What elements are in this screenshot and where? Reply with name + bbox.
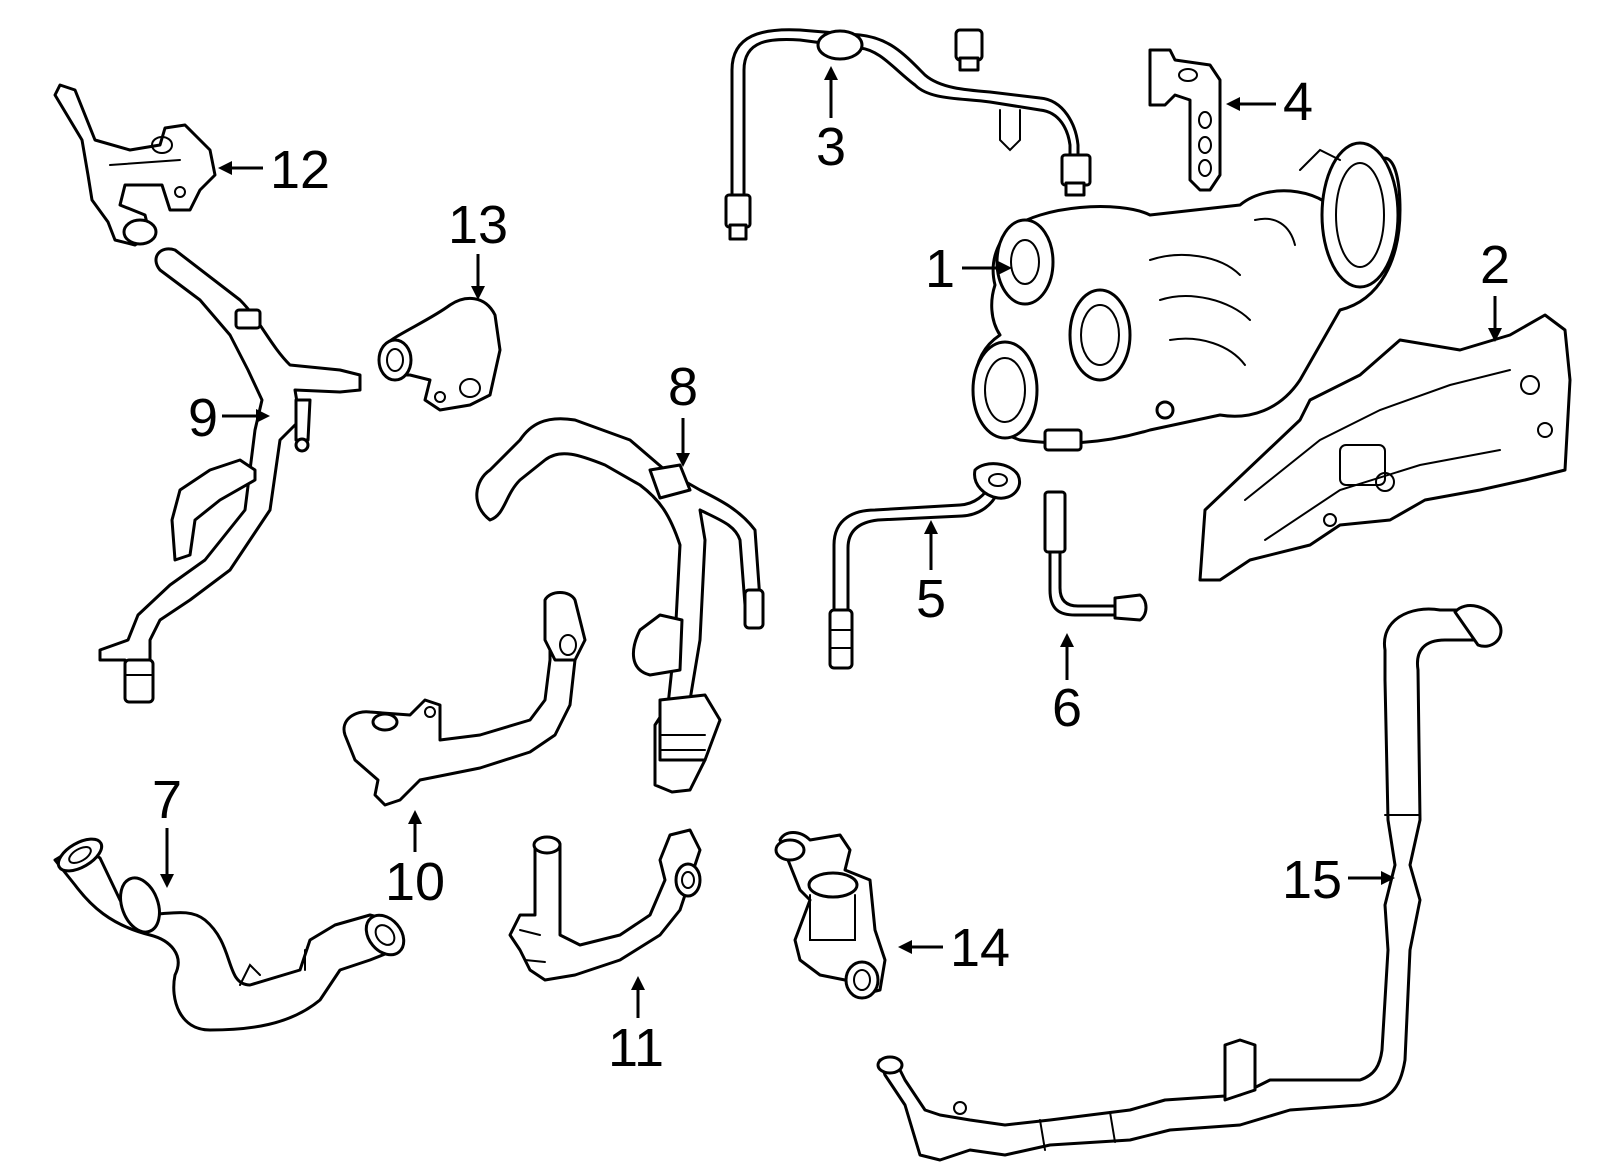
part-5-oil-line — [828, 462, 1021, 670]
leader-arrowhead-14 — [898, 940, 912, 954]
leader-arrowhead-1 — [998, 261, 1012, 275]
leader-arrowhead-3 — [824, 66, 838, 80]
part-7-coolant-pipe — [53, 837, 406, 1032]
callout-1: 1 — [925, 239, 1012, 299]
callout-1-label: 1 — [925, 239, 955, 299]
callout-9-label: 9 — [188, 388, 218, 448]
part-12-coolant-hose — [53, 83, 217, 247]
leader-arrowhead-12 — [218, 161, 232, 175]
callout-10-label: 10 — [385, 852, 445, 912]
callout-9: 9 — [188, 388, 270, 448]
part-8-coolant-hose — [475, 417, 765, 794]
callout-11-label: 11 — [608, 1018, 664, 1078]
callout-7: 7 — [152, 770, 182, 888]
part-11-coolant-pipe — [508, 828, 702, 982]
callout-6: 6 — [1052, 633, 1082, 738]
callout-2-label: 2 — [1480, 235, 1510, 295]
callout-3-label: 3 — [816, 117, 846, 177]
callout-11: 11 — [608, 976, 664, 1078]
part-4-bracket — [1148, 48, 1222, 192]
leader-arrowhead-6 — [1060, 633, 1074, 647]
callout-15: 15 — [1282, 850, 1395, 910]
callout-15-label: 15 — [1282, 850, 1342, 910]
leader-arrowhead-8 — [676, 453, 690, 467]
part-6-small-line — [1043, 490, 1148, 622]
callout-5: 5 — [916, 520, 946, 629]
callout-6-label: 6 — [1052, 678, 1082, 738]
callout-14-label: 14 — [950, 918, 1010, 978]
leader-arrowhead-13 — [471, 286, 485, 300]
leader-arrowhead-4 — [1226, 97, 1240, 111]
callout-8-label: 8 — [668, 357, 698, 417]
part-1-turbocharger — [971, 141, 1402, 452]
callout-7-label: 7 — [152, 770, 182, 830]
callout-14: 14 — [898, 918, 1010, 978]
callout-4: 4 — [1226, 72, 1313, 132]
callout-5-label: 5 — [916, 569, 946, 629]
callout-3: 3 — [816, 66, 846, 177]
leader-arrowhead-5 — [924, 520, 938, 534]
callout-8: 8 — [668, 357, 698, 467]
callout-12-label: 12 — [270, 140, 330, 200]
leader-arrowhead-11 — [631, 976, 645, 990]
callout-12: 12 — [218, 140, 330, 200]
leader-arrowhead-2 — [1488, 328, 1502, 342]
part-10-coolant-pipe — [342, 591, 587, 807]
callout-10: 10 — [385, 810, 445, 912]
part-2-heat-shield — [1198, 313, 1572, 582]
leader-arrowhead-15 — [1381, 871, 1395, 885]
leader-arrowhead-10 — [408, 810, 422, 824]
leader-arrowhead-9 — [256, 409, 270, 423]
callout-2: 2 — [1480, 235, 1510, 342]
part-13-coolant-outlet — [377, 296, 502, 412]
part-3-vacuum-line — [724, 28, 1092, 241]
part-14-coolant-valve — [774, 831, 887, 1000]
leader-arrowhead-7 — [160, 874, 174, 888]
callout-4-label: 4 — [1283, 72, 1313, 132]
part-15-coolant-line — [876, 604, 1503, 1162]
callout-13-label: 13 — [448, 195, 508, 255]
part-9-coolant-pipe — [98, 247, 362, 704]
callout-13: 13 — [448, 195, 508, 300]
